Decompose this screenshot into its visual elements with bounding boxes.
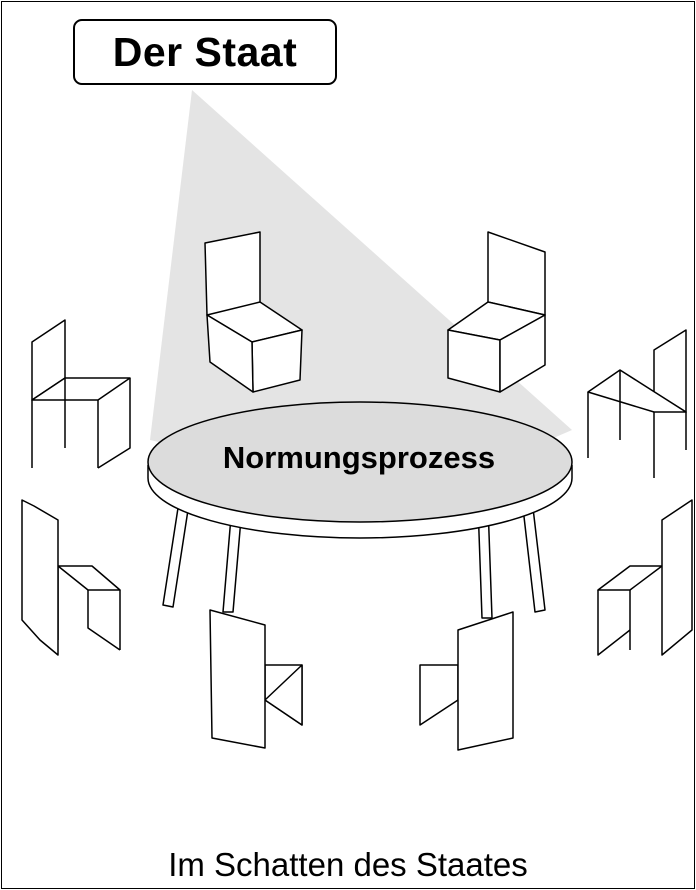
chair-front-left bbox=[209, 609, 303, 749]
state-shadow-cone bbox=[150, 90, 572, 500]
chair-left-lower bbox=[21, 499, 121, 656]
table-top bbox=[147, 401, 573, 539]
title-text: Der Staat bbox=[112, 28, 298, 75]
chair-left-upper bbox=[31, 319, 131, 469]
table-legs bbox=[162, 504, 546, 619]
chair-right-upper bbox=[587, 329, 687, 478]
caption: Im Schatten des Staates bbox=[168, 846, 528, 883]
chair-right-lower bbox=[597, 499, 693, 656]
chair-back-left bbox=[204, 231, 303, 393]
chair-front-right bbox=[419, 611, 514, 751]
chair-back-right bbox=[447, 231, 546, 393]
title-box: Der Staat bbox=[73, 19, 337, 85]
table-label: Normungsprozess bbox=[222, 440, 496, 475]
